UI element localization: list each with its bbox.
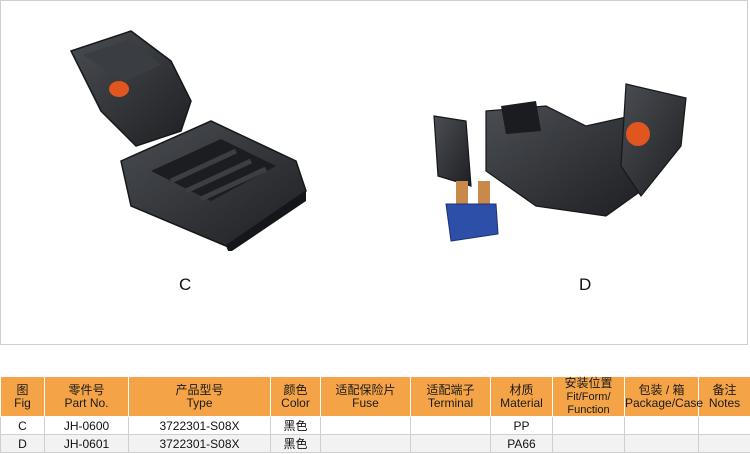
cell-type: 3722301-S08X xyxy=(128,416,271,435)
cell-part-no: JH-0600 xyxy=(44,416,129,435)
cell-fit xyxy=(552,416,625,435)
cell-color: 黑色 xyxy=(270,416,321,435)
cell-package xyxy=(624,416,699,435)
product-d-image xyxy=(433,83,687,242)
cell-terminal xyxy=(410,416,491,435)
cell-material: PA66 xyxy=(490,434,553,453)
cell-fig: C xyxy=(0,416,45,435)
cell-notes xyxy=(698,416,750,435)
cell-part-no: JH-0601 xyxy=(44,434,129,453)
product-photo-panel: C D xyxy=(0,0,748,345)
cell-fuse xyxy=(320,416,411,435)
product-c-image xyxy=(69,30,307,251)
table-row: D JH-0601 3722301-S08X 黑色 PA66 xyxy=(0,434,750,453)
figure-label-c: C xyxy=(179,275,192,294)
cell-type: 3722301-S08X xyxy=(128,434,271,453)
cell-fit xyxy=(552,434,625,453)
cell-package xyxy=(624,434,699,453)
figure-label-d: D xyxy=(579,275,592,294)
cell-notes xyxy=(698,434,750,453)
cell-color: 黑色 xyxy=(270,434,321,453)
cell-material: PP xyxy=(490,416,553,435)
cell-terminal xyxy=(410,434,491,453)
cell-fig: D xyxy=(0,434,45,453)
cell-fuse xyxy=(320,434,411,453)
table-row: C JH-0600 3722301-S08X 黑色 PP xyxy=(0,416,750,435)
